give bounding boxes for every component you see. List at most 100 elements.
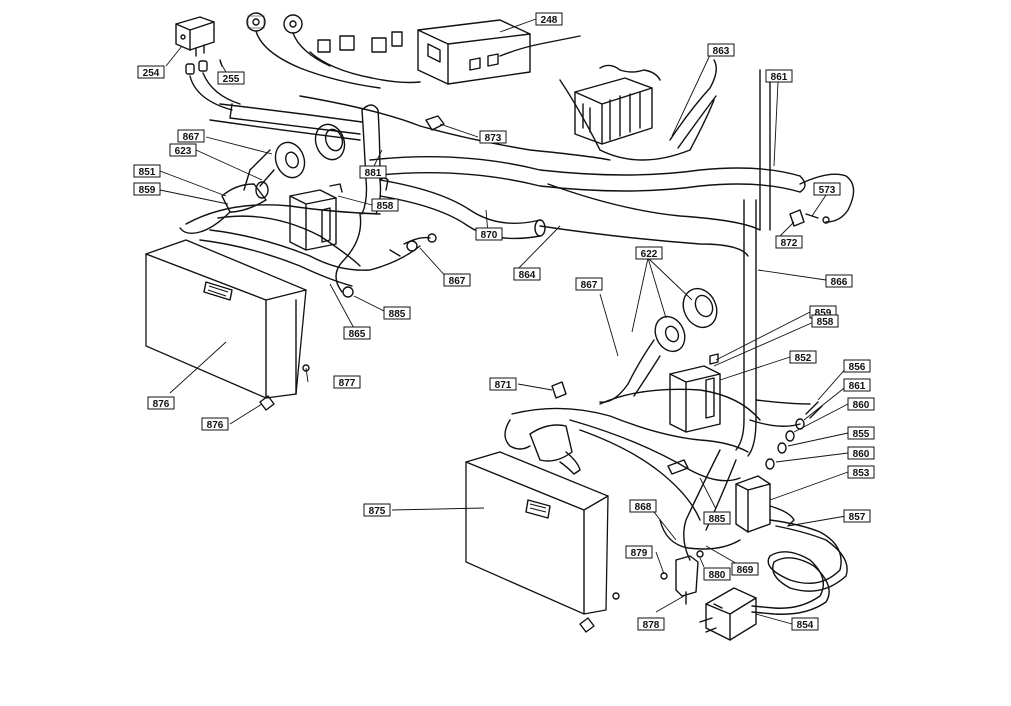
callout-851-text: 851 [139, 167, 156, 178]
callout-885-b-text: 885 [709, 514, 726, 525]
terminal-connectors [185, 59, 241, 111]
callout-860-b: 860 [847, 446, 875, 460]
callout-861: 861 [765, 69, 793, 83]
callout-870-text: 870 [481, 230, 498, 241]
callout-864-text: 864 [519, 270, 536, 281]
control-knobs [246, 12, 381, 89]
callout-254-text: 254 [143, 68, 160, 79]
relay-858 [289, 183, 343, 251]
callout-861-b-text: 861 [849, 381, 866, 392]
callout-855-text: 855 [853, 429, 870, 440]
callout-854-text: 854 [797, 620, 814, 631]
callout-859-a: 859 [133, 182, 161, 196]
callout-856: 856 [843, 359, 871, 373]
callout-573: 573 [813, 182, 841, 196]
grommet-881 [314, 123, 346, 161]
callout-248: 248 [535, 12, 563, 26]
callout-872-text: 872 [781, 238, 798, 249]
callout-876-a: 876 [147, 396, 175, 410]
callout-867-a-text: 867 [183, 132, 200, 143]
callout-867-a: 867 [177, 129, 205, 143]
callout-869-text: 869 [737, 565, 754, 576]
grommet-622 [682, 287, 718, 329]
cover-plate-876-left [145, 239, 310, 411]
callout-855: 855 [847, 426, 875, 440]
element-sensor-851 [179, 181, 269, 235]
callout-248-text: 248 [541, 15, 558, 26]
callout-255: 255 [217, 71, 245, 85]
callout-254: 254 [137, 65, 165, 79]
callout-875-text: 875 [369, 506, 386, 517]
callout-866-text: 866 [831, 277, 848, 288]
callout-872: 872 [775, 235, 803, 249]
clip-873 [425, 115, 445, 131]
callout-881-a-text: 881 [365, 168, 382, 179]
callout-623-text: 623 [175, 146, 192, 157]
fasteners-855-861 [765, 401, 823, 470]
callout-857: 857 [843, 509, 871, 523]
main-harness [209, 59, 855, 457]
control-box-248 [417, 19, 581, 85]
callout-867-b: 867 [443, 273, 471, 287]
callout-622: 622 [635, 246, 663, 260]
callout-255-text: 255 [223, 74, 240, 85]
callout-858-b-text: 858 [817, 317, 834, 328]
callout-865-text: 865 [349, 329, 366, 340]
callout-868: 868 [629, 499, 657, 513]
callout-871-text: 871 [495, 380, 512, 391]
callout-853: 853 [847, 465, 875, 479]
callout-861-text: 861 [771, 72, 788, 83]
connector-block-863 [574, 64, 661, 145]
callout-851: 851 [133, 164, 161, 178]
element-right [504, 388, 761, 521]
callout-867-b-text: 867 [449, 276, 466, 287]
callout-856-text: 856 [849, 362, 866, 373]
callout-866: 866 [825, 274, 853, 288]
callout-875: 875 [363, 503, 391, 517]
bracket-878 [660, 550, 704, 605]
callout-867-c: 867 [575, 277, 603, 291]
callout-852: 852 [789, 350, 817, 364]
callout-876-b: 876 [201, 417, 229, 431]
sensor-573 [789, 209, 830, 227]
callout-852-text: 852 [795, 353, 812, 364]
callout-870: 870 [475, 227, 503, 241]
callout-871: 871 [489, 377, 517, 391]
callout-857-text: 857 [849, 512, 866, 523]
callout-853-text: 853 [853, 468, 870, 479]
callout-859-b-text: 859 [815, 308, 832, 319]
callout-860-b-text: 860 [853, 449, 870, 460]
callout-876-a-text: 876 [153, 399, 170, 410]
plug-connector-254 [175, 16, 215, 57]
callout-881-a: 881 [359, 165, 387, 179]
callout-858-b: 858 [811, 314, 839, 328]
callout-863-text: 863 [713, 46, 730, 57]
callout-860-a: 860 [847, 397, 875, 411]
callout-865: 865 [343, 326, 371, 340]
callout-869: 869 [731, 562, 759, 576]
clip-871 [551, 381, 567, 399]
callout-878: 878 [637, 617, 665, 631]
callout-858-a-text: 858 [377, 201, 394, 212]
callout-880: 880 [703, 567, 731, 581]
callout-880-text: 880 [709, 570, 726, 581]
callout-858-a: 858 [371, 198, 399, 212]
cover-plate-875-right [465, 451, 620, 633]
callout-877: 877 [333, 375, 361, 389]
callout-873: 873 [479, 130, 507, 144]
callout-876-b-text: 876 [207, 420, 224, 431]
callout-863: 863 [707, 43, 735, 57]
callout-877-text: 877 [339, 378, 356, 389]
terminal-block-853 [735, 475, 795, 533]
callout-867-c-text: 867 [581, 280, 598, 291]
mains-cable-854 [699, 519, 848, 641]
callout-879: 879 [625, 545, 653, 559]
callout-873-text: 873 [485, 133, 502, 144]
relay-852 [669, 353, 721, 433]
callout-854: 854 [791, 617, 819, 631]
callout-885-b: 885 [703, 511, 731, 525]
callout-885-a-text: 885 [389, 309, 406, 320]
callout-885-a: 885 [383, 306, 411, 320]
callout-573-text: 573 [819, 185, 836, 196]
